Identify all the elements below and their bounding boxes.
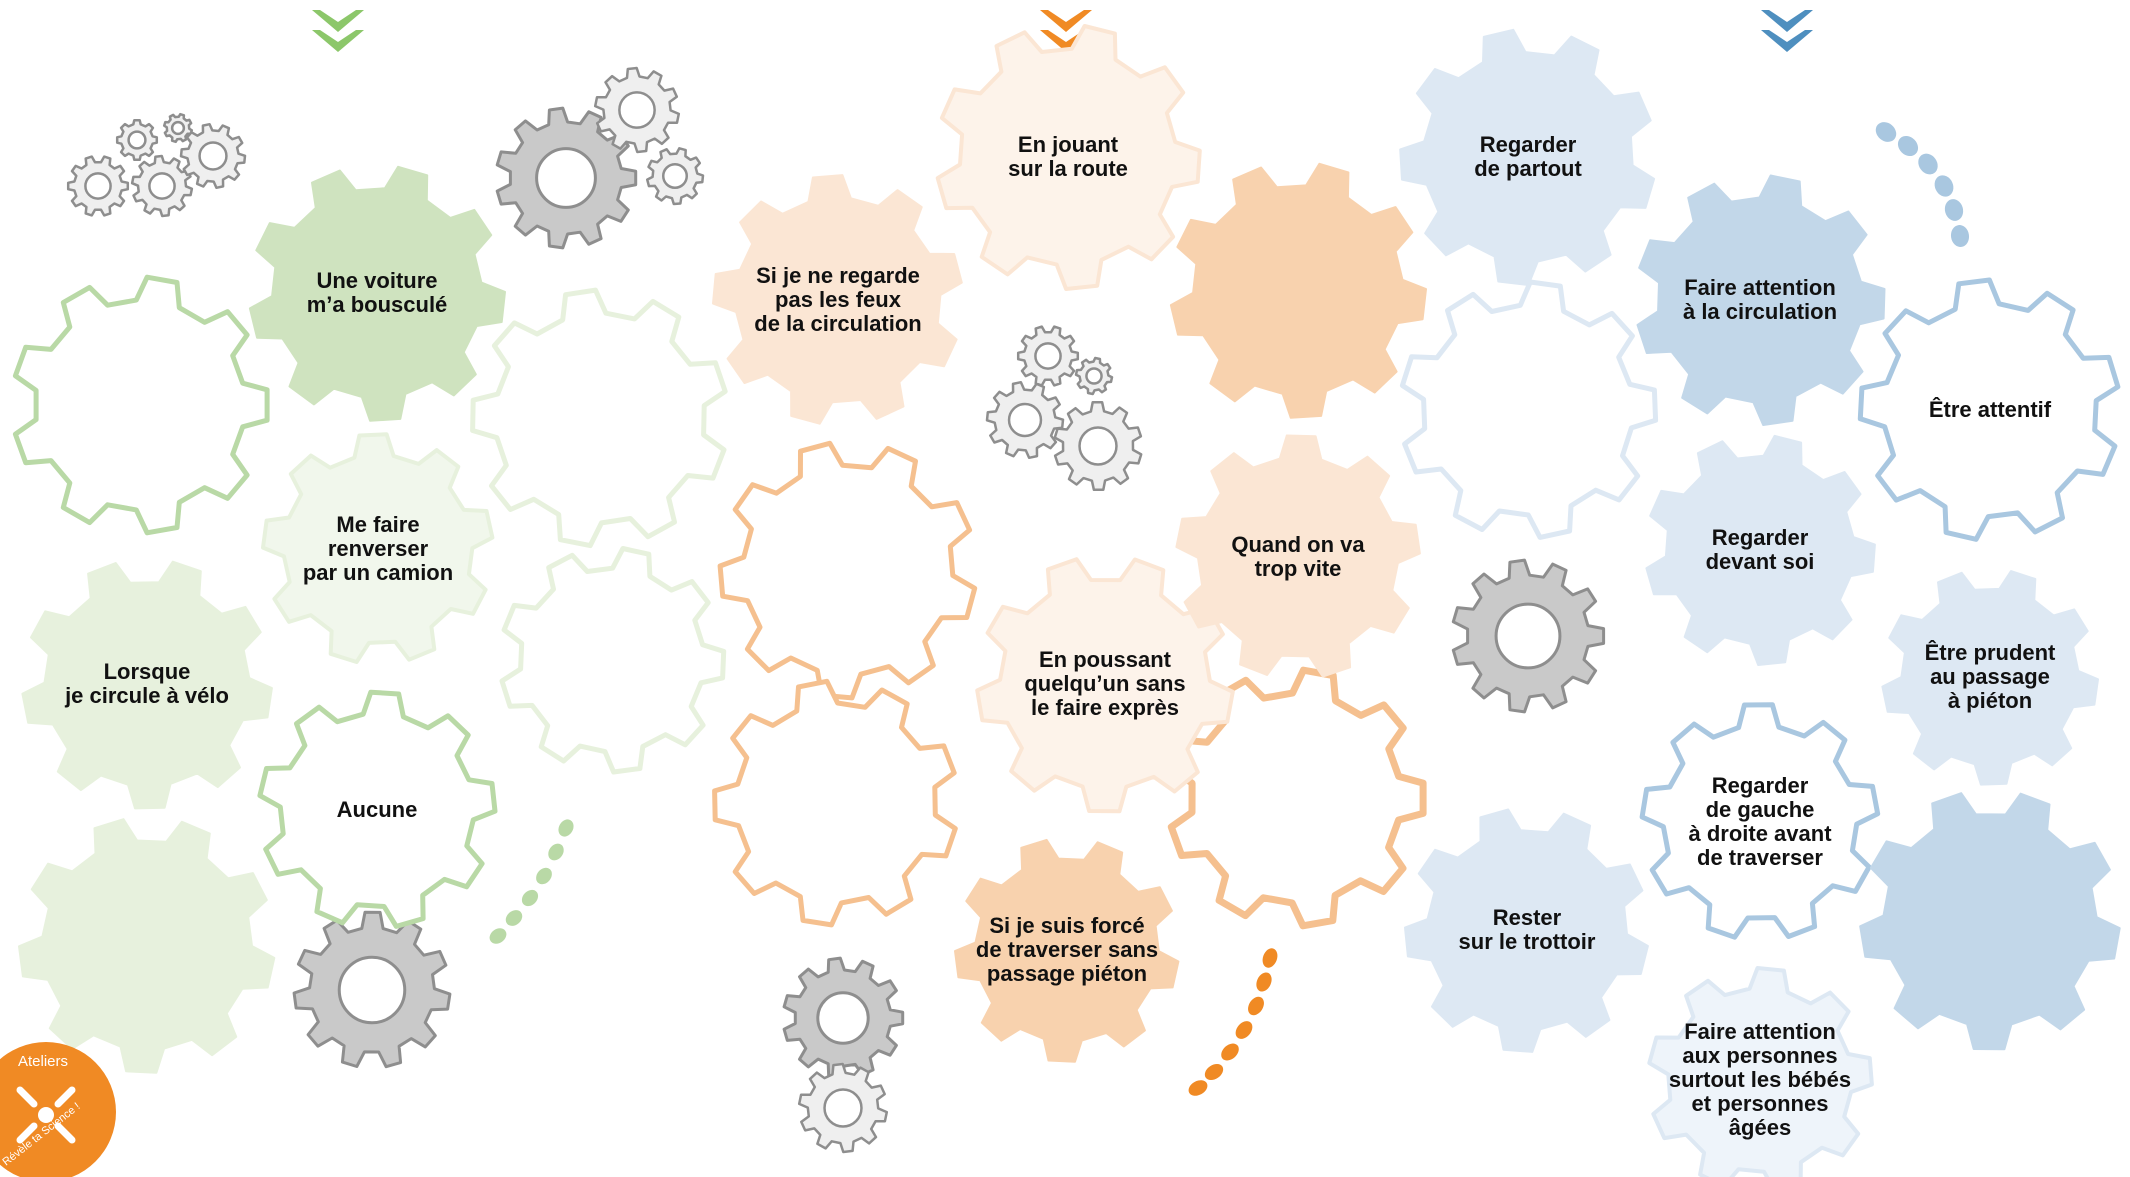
colored-gears <box>12 24 2121 1177</box>
trail-dot <box>1221 1043 1239 1061</box>
grey-gear-hole <box>535 147 597 209</box>
grey-gear-hole <box>198 141 228 171</box>
gear-green-blank <box>12 274 270 536</box>
gear-partout <box>1399 28 1656 286</box>
gear-attentif <box>1857 277 2121 542</box>
gear-force <box>954 838 1180 1063</box>
gear-orange-blank <box>712 678 958 928</box>
gear-blue-blank <box>1859 792 2121 1051</box>
chevron-down-icon <box>1761 30 1813 52</box>
gear-personnes <box>1647 966 1874 1177</box>
trail-dot <box>489 928 507 944</box>
trail-dot <box>536 867 552 885</box>
trail-dot <box>1256 972 1272 992</box>
gear-aucune <box>257 689 498 929</box>
gear-poussant <box>975 557 1235 814</box>
logo-badge <box>0 1042 116 1177</box>
grey-gear-hole <box>337 955 407 1025</box>
gear-circulation <box>1636 174 1886 426</box>
grey-gear-hole <box>1034 342 1062 370</box>
gear-gauche <box>1639 702 1881 940</box>
trail-dot <box>1875 122 1897 142</box>
grey-gear-hole <box>1007 402 1043 438</box>
chevron-down-icon <box>1040 10 1092 32</box>
logo-dot-icon <box>38 1107 54 1123</box>
trail-dot <box>505 910 523 926</box>
gear-feux <box>712 174 963 425</box>
grey-gear-hole <box>618 91 656 129</box>
trail-dot <box>558 819 574 837</box>
chevron-down-icon <box>312 30 364 52</box>
gear-blue-blank <box>1399 279 1659 540</box>
grey-gear-hole <box>1085 367 1103 385</box>
trail-dot <box>1204 1063 1224 1081</box>
dotted-trails <box>489 122 1970 1096</box>
trail-dot <box>1934 175 1954 197</box>
trail-dot <box>1950 225 1970 247</box>
gear-green-blank <box>470 287 728 549</box>
gear-prudent <box>1881 570 2099 786</box>
grey-gear-hole <box>661 162 689 190</box>
gear-trottoir <box>1404 808 1649 1053</box>
trail-dot <box>1235 1021 1253 1039</box>
trail-dot <box>1188 1080 1208 1096</box>
trail-dot <box>548 843 564 861</box>
logo-burst-icon <box>16 1086 76 1144</box>
gear-orange-blank <box>717 440 978 701</box>
gear-camion <box>261 432 495 664</box>
grey-gear-hole <box>823 1088 863 1128</box>
grey-gear-hole <box>816 991 870 1045</box>
trail-dot <box>1897 135 1919 157</box>
trail-dot <box>1944 199 1964 221</box>
grey-gear-hole <box>148 172 176 200</box>
trail-dot <box>1248 996 1264 1016</box>
chevron-down-icon <box>312 10 364 32</box>
gear-green-blank <box>499 546 727 775</box>
logo-title: Ateliers <box>18 1053 68 1070</box>
gear-route <box>935 24 1202 291</box>
grey-gear-hole <box>1494 602 1562 670</box>
trail-dot <box>1262 948 1278 968</box>
gear-voiture <box>248 165 506 422</box>
grey-gear-hole <box>84 172 112 200</box>
grey-gear-hole <box>127 130 147 150</box>
chevron-down-icon <box>1761 10 1813 32</box>
trail-dot <box>1918 153 1938 175</box>
grey-gear-hole <box>170 120 186 136</box>
gear-velo <box>21 560 273 810</box>
decorative-grey-gears <box>66 66 1606 1154</box>
trail-dot <box>521 889 539 907</box>
gear-orange-blank <box>1169 162 1427 419</box>
grey-gear-hole <box>1078 426 1118 466</box>
gear-devant <box>1645 434 1876 666</box>
gear-vite <box>1175 434 1421 678</box>
gear-green-blank <box>18 818 276 1074</box>
